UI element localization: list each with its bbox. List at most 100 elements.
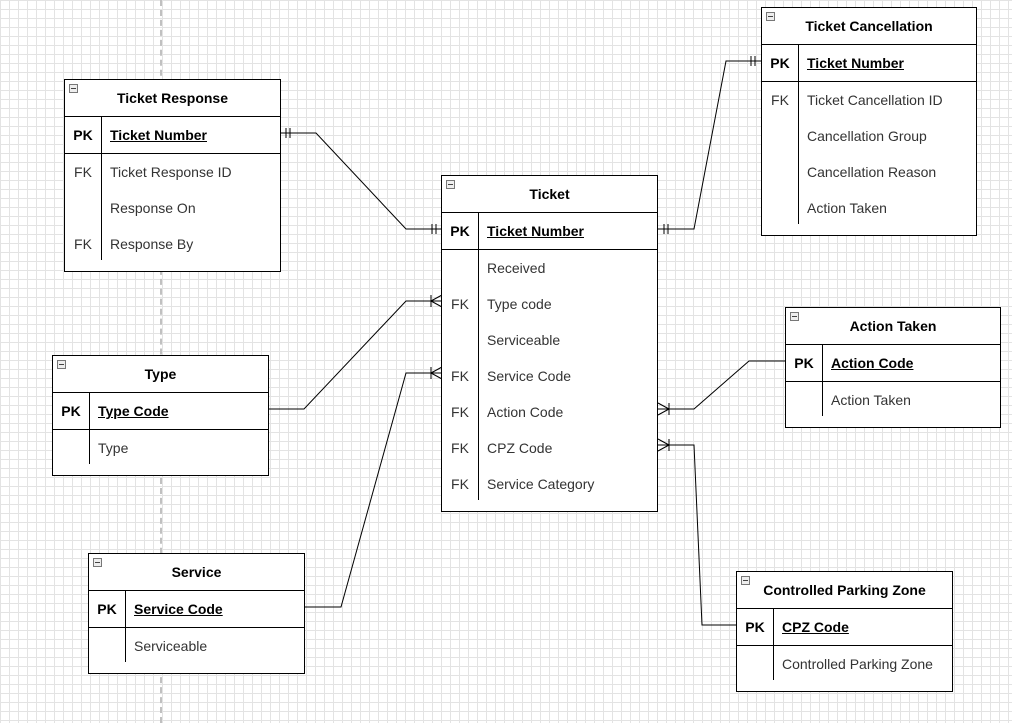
pk-field: Ticket Number [807, 55, 904, 71]
column-divider [798, 45, 799, 81]
entity-header[interactable]: Action Taken [786, 308, 1000, 345]
key-label: FK [74, 164, 92, 180]
pk-label: PK [97, 601, 117, 617]
entity-type[interactable]: Type PK Type Code Type [52, 355, 269, 476]
column-divider [89, 393, 90, 429]
key-label: FK [771, 92, 789, 108]
entity-ticket[interactable]: Ticket PK Ticket Number Received FK Type… [441, 175, 658, 512]
pk-field: CPZ Code [782, 619, 849, 635]
collapse-icon[interactable] [69, 84, 78, 93]
pk-label: PK [61, 403, 81, 419]
field-row[interactable]: FK Ticket Response ID [65, 154, 280, 190]
field-row[interactable]: Cancellation Group [762, 118, 976, 154]
edge-ticket-response-ticket[interactable] [280, 128, 442, 234]
entity-header[interactable]: Controlled Parking Zone [737, 572, 952, 609]
edge-service-ticket[interactable] [304, 366, 443, 608]
entity-controlled-parking-zone[interactable]: Controlled Parking Zone PK CPZ Code Cont… [736, 571, 953, 692]
edge-cpz-ticket[interactable] [657, 438, 737, 626]
column-divider [89, 428, 90, 464]
collapse-icon[interactable] [790, 312, 799, 321]
column-divider [773, 609, 774, 645]
column-divider [773, 644, 774, 680]
column-divider [478, 248, 479, 500]
field-name: Response By [110, 236, 194, 252]
primary-key-row[interactable]: PK Action Code [786, 345, 1000, 382]
field-name: Type [98, 440, 129, 456]
field-name: Cancellation Reason [807, 164, 937, 180]
pk-label: PK [73, 127, 93, 143]
collapse-icon[interactable] [57, 360, 66, 369]
key-label [442, 250, 478, 286]
entity-header[interactable]: Ticket [442, 176, 657, 213]
column-divider [101, 117, 102, 153]
field-row[interactable]: FK Action Code [442, 394, 657, 430]
pk-label: PK [745, 619, 765, 635]
key-label [442, 322, 478, 358]
field-row[interactable]: Controlled Parking Zone [737, 646, 952, 682]
field-row[interactable]: Serviceable [89, 628, 304, 664]
field-row[interactable]: FK Service Code [442, 358, 657, 394]
key-label [762, 118, 798, 154]
primary-key-row[interactable]: PK Ticket Number [762, 45, 976, 82]
field-row[interactable]: FK Type code [442, 286, 657, 322]
entity-service[interactable]: Service PK Service Code Serviceable [88, 553, 305, 674]
column-divider [101, 152, 102, 260]
pk-label: PK [770, 55, 790, 71]
column-divider [125, 591, 126, 627]
key-label: FK [451, 476, 469, 492]
collapse-icon[interactable] [766, 12, 775, 21]
collapse-icon[interactable] [93, 558, 102, 567]
field-name: Type code [487, 296, 552, 312]
entity-header[interactable]: Service [89, 554, 304, 591]
edge-action-taken-ticket[interactable] [657, 360, 785, 416]
column-divider [478, 213, 479, 249]
field-row[interactable]: Action Taken [786, 382, 1000, 418]
entity-action-taken[interactable]: Action Taken PK Action Code Action Taken [785, 307, 1001, 428]
field-row[interactable]: Serviceable [442, 322, 657, 358]
field-name: Cancellation Group [807, 128, 927, 144]
field-name: Action Code [487, 404, 564, 420]
field-name: Ticket Response ID [110, 164, 232, 180]
entity-title: Type [144, 366, 177, 382]
pk-label: PK [450, 223, 470, 239]
entity-ticket-cancellation[interactable]: Ticket Cancellation PK Ticket Number FK … [761, 7, 977, 236]
field-name: Action Taken [831, 392, 911, 408]
key-label [53, 430, 89, 466]
field-row[interactable]: FK Service Category [442, 466, 657, 502]
field-row[interactable]: Type [53, 430, 268, 466]
field-row[interactable]: FK Response By [65, 226, 280, 262]
key-label [786, 382, 822, 418]
primary-key-row[interactable]: PK Ticket Number [65, 117, 280, 154]
collapse-icon[interactable] [741, 576, 750, 585]
field-row[interactable]: FK CPZ Code [442, 430, 657, 466]
field-name: CPZ Code [487, 440, 553, 456]
edge-type-ticket[interactable] [269, 294, 443, 410]
pk-field: Ticket Number [110, 127, 207, 143]
key-label [89, 628, 125, 664]
primary-key-row[interactable]: PK Service Code [89, 591, 304, 628]
field-row[interactable]: Response On [65, 190, 280, 226]
edge-ticket-cancellation-ticket[interactable] [658, 56, 761, 234]
primary-key-row[interactable]: PK CPZ Code [737, 609, 952, 646]
primary-key-row[interactable]: PK Type Code [53, 393, 268, 430]
field-row[interactable]: Received [442, 250, 657, 286]
pk-field: Ticket Number [487, 223, 584, 239]
key-label: FK [451, 404, 469, 420]
field-name: Action Taken [807, 200, 887, 216]
primary-key-row[interactable]: PK Ticket Number [442, 213, 657, 250]
key-label [737, 646, 773, 682]
entity-header[interactable]: Ticket Response [65, 80, 280, 117]
entity-header[interactable]: Type [53, 356, 268, 393]
column-divider [822, 345, 823, 381]
pk-label: PK [794, 355, 814, 371]
field-row[interactable]: Cancellation Reason [762, 154, 976, 190]
entity-header[interactable]: Ticket Cancellation [762, 8, 976, 45]
entity-ticket-response[interactable]: Ticket Response PK Ticket Number FK Tick… [64, 79, 281, 272]
entity-title: Ticket Cancellation [805, 18, 933, 34]
field-row[interactable]: Action Taken [762, 190, 976, 226]
field-row[interactable]: FK Ticket Cancellation ID [762, 82, 976, 118]
collapse-icon[interactable] [446, 180, 455, 189]
field-name: Serviceable [134, 638, 208, 654]
entity-title: Ticket Response [116, 90, 228, 106]
field-name: Controlled Parking Zone [782, 656, 933, 672]
